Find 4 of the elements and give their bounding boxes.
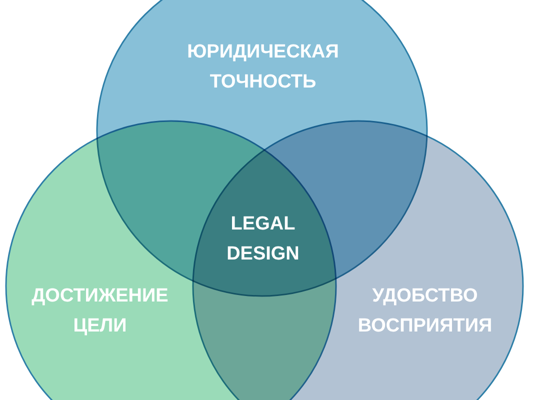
circle-label: ДОСТИЖЕНИЕ ЦЕЛИ (30, 284, 170, 339)
circle-label: УДОБСТВО ВОСПРИЯТИЯ (356, 284, 494, 339)
circle-label: ЮРИДИЧЕСКАЯ ТОЧНОСТЬ (186, 40, 340, 95)
center-label: LEGAL DESIGN (226, 212, 300, 267)
